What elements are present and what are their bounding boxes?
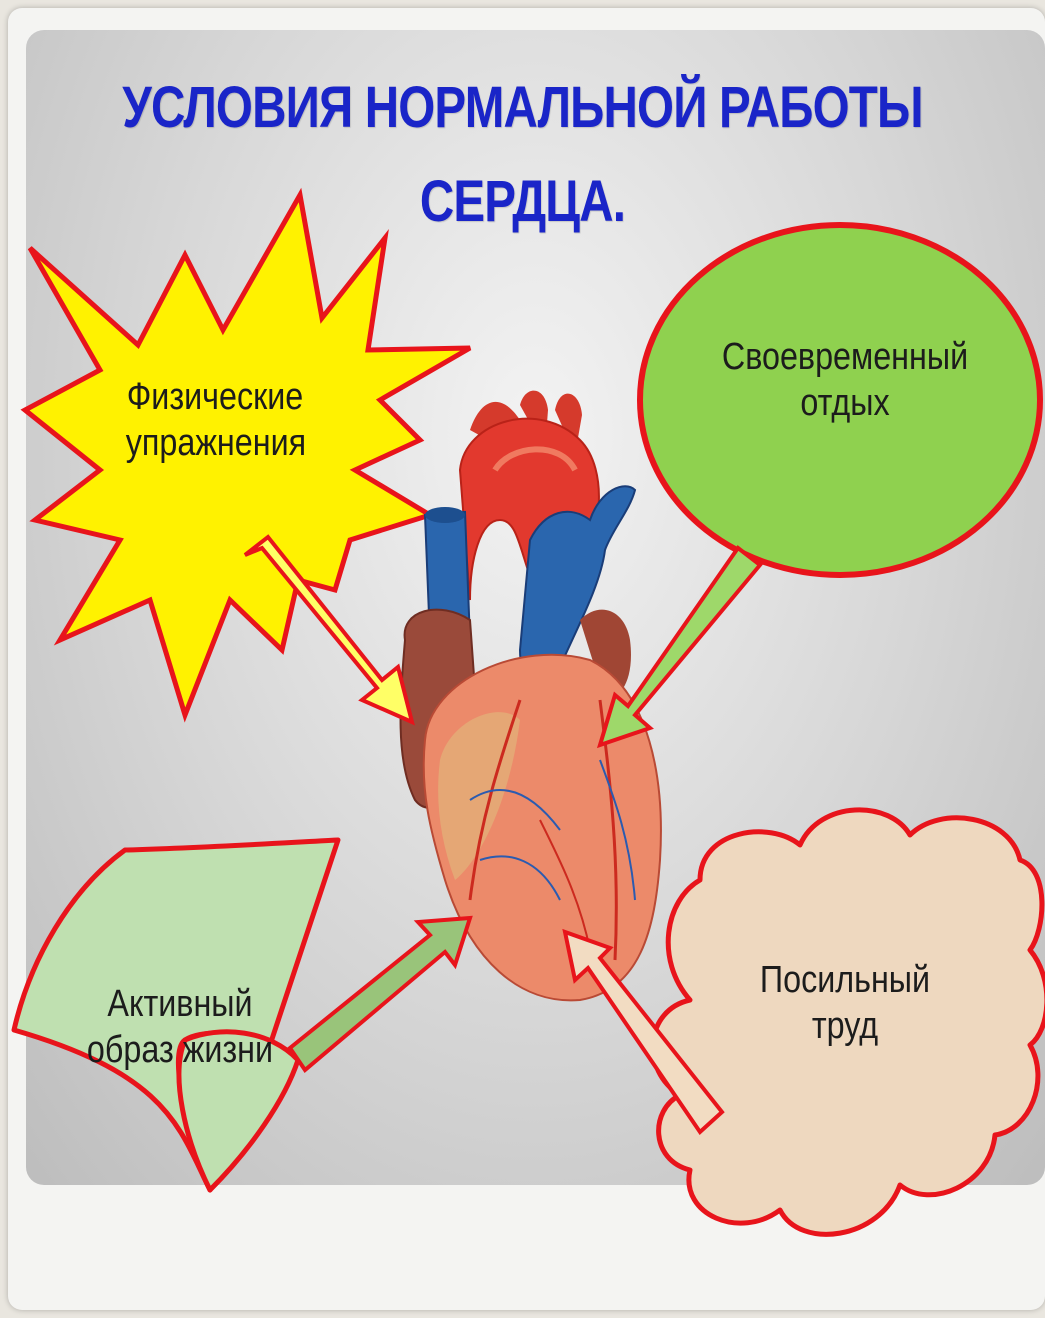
slide-title-line1: УСЛОВИЯ НОРМАЛЬНОЙ РАБОТЫ: [94, 74, 951, 141]
label-labor-line1: Посильный: [756, 958, 935, 1004]
heart-illustration: [401, 391, 661, 1001]
label-exercise-line2: упражнения: [126, 421, 305, 467]
slide-title-line2: СЕРДЦА.: [94, 168, 951, 235]
arrow-lifestyle: [290, 918, 470, 1070]
label-labor-line2: труд: [756, 1004, 935, 1050]
label-lifestyle-line1: Активный: [87, 982, 274, 1028]
label-lifestyle: Активный образ жизни: [87, 982, 274, 1073]
label-exercise: Физические упражнения: [126, 375, 305, 466]
label-exercise-line1: Физические: [126, 375, 305, 421]
label-rest-line2: отдых: [722, 381, 969, 427]
label-rest-line1: Своевременный: [722, 335, 969, 381]
label-lifestyle-line2: образ жизни: [87, 1028, 274, 1074]
label-rest: Своевременный отдых: [722, 335, 969, 426]
label-labor: Посильный труд: [756, 958, 935, 1049]
